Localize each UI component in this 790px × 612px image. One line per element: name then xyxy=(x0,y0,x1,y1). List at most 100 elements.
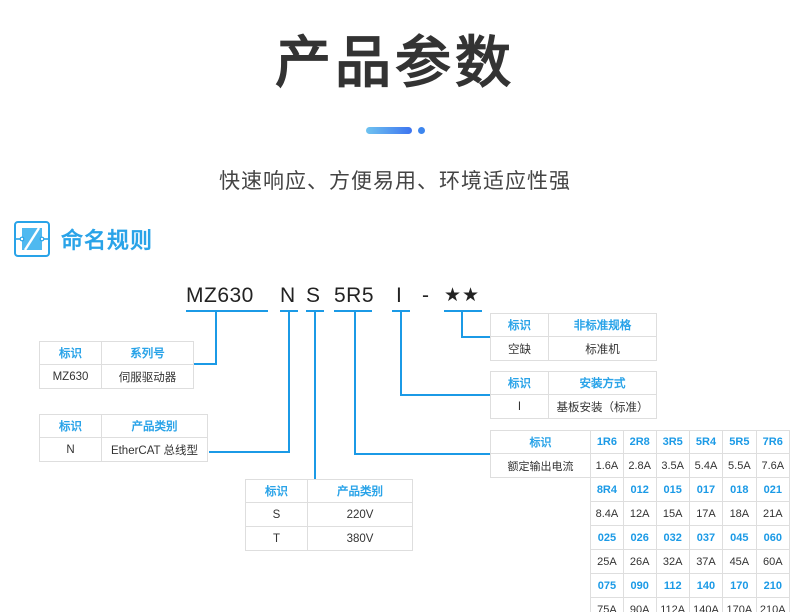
col-header-mark: 标识 xyxy=(39,414,102,438)
col-header-series: 系列号 xyxy=(101,341,194,365)
col-header-mark: 标识 xyxy=(490,313,549,337)
cell-current-value: 1.6A xyxy=(590,453,624,478)
code-segment-non-standard: ★★ xyxy=(444,285,481,306)
code-segment-dash: - xyxy=(422,284,430,307)
table-row: MZ630 伺服驱动器 xyxy=(39,364,194,389)
table-row: T 380V xyxy=(245,526,413,551)
cell-current-value: 8.4A xyxy=(590,501,624,526)
col-header-mounting: 安装方式 xyxy=(548,371,657,395)
cell-current-code: 5R4 xyxy=(688,430,724,454)
page-title: 产品参数 xyxy=(275,31,515,94)
cell-current-code: 5R5 xyxy=(722,430,757,454)
cell-current-value: 12A xyxy=(622,501,657,526)
cell-current-code: 060 xyxy=(755,525,790,550)
code-segment-voltage: S xyxy=(306,284,321,307)
cell-current-value: 21A xyxy=(755,501,790,526)
table-row: S 220V xyxy=(245,502,413,527)
cell-current-code: 045 xyxy=(722,525,757,550)
cell-current-code: 017 xyxy=(688,477,724,502)
table-row-header: 标识 系列号 xyxy=(39,341,194,365)
cell-current-value: 140A xyxy=(688,597,724,612)
cell-voltage-code-t: T xyxy=(245,526,308,551)
cell-current-value: 5.4A xyxy=(688,453,724,478)
line-non-standard xyxy=(460,311,490,339)
cell-current-value: 7.6A xyxy=(755,453,790,478)
cell-current-value: 17A xyxy=(688,501,724,526)
section-header: 命名规则 xyxy=(14,221,153,257)
cell-voltage-code-s: S xyxy=(245,502,308,527)
cell-current-code: 8R4 xyxy=(590,477,624,502)
cell-current-code: 018 xyxy=(722,477,757,502)
col-header-mark: 标识 xyxy=(489,430,592,454)
cell-current-code: 026 xyxy=(622,525,657,550)
cell-spacer xyxy=(491,598,591,612)
cell-spacer xyxy=(491,502,591,526)
drive-module-icon xyxy=(14,221,50,257)
cell-spacer xyxy=(491,526,591,550)
cell-voltage-value-t: 380V xyxy=(307,526,413,551)
cell-product-type-name: EtherCAT 总线型 xyxy=(101,437,208,462)
table-row-header: 标识 非标准规格 xyxy=(490,313,657,337)
row-header-rated-output-current: 额定输出电流 xyxy=(489,453,592,478)
cell-current-value: 15A xyxy=(655,501,690,526)
cell-current-value: 75A xyxy=(590,597,624,612)
cell-current-code: 112 xyxy=(655,573,690,598)
cell-current-code: 025 xyxy=(590,525,624,550)
cell-current-value: 18A xyxy=(722,501,757,526)
cell-current-code: 7R6 xyxy=(755,430,790,454)
cell-current-value: 60A xyxy=(755,549,790,574)
cell-current-code: 140 xyxy=(688,573,724,598)
code-segment-product-type: N xyxy=(280,284,296,307)
cell-mounting-name: 基板安装（标准） xyxy=(548,394,657,419)
cell-current-value: 37A xyxy=(688,549,724,574)
cell-current-value: 25A xyxy=(590,549,624,574)
divider-bar xyxy=(365,126,412,134)
cell-current-code: 021 xyxy=(755,477,790,502)
line-mounting xyxy=(399,311,490,397)
cell-current-value: 45A xyxy=(722,549,757,574)
table-product-type: 标识 产品类别 N EtherCAT 总线型 xyxy=(39,414,208,462)
cell-current-code: 3R5 xyxy=(655,430,690,454)
cell-current-value: 3.5A xyxy=(655,453,690,478)
code-segment-current: 5R5 xyxy=(334,284,375,307)
table-series: 标识 系列号 MZ630 伺服驱动器 xyxy=(39,341,194,389)
section-title: 命名规则 xyxy=(61,228,154,253)
cell-series-code: MZ630 xyxy=(39,364,102,389)
cell-non-standard-code: 空缺 xyxy=(490,336,549,361)
table-row: N EtherCAT 总线型 xyxy=(39,437,208,462)
cell-current-code: 1R6 xyxy=(590,430,624,454)
cell-current-code: 032 xyxy=(655,525,690,550)
cell-current-code: 210 xyxy=(755,573,790,598)
table-mounting: 标识 安装方式 I 基板安装（标准） xyxy=(490,371,657,419)
col-header-non-standard: 非标准规格 xyxy=(548,313,657,337)
table-row-header: 标识 产品类别 xyxy=(245,479,413,503)
col-header-mark: 标识 xyxy=(490,371,549,395)
table-row-header: 标识 安装方式 xyxy=(490,371,657,395)
cell-current-code: 037 xyxy=(688,525,724,550)
cell-spacer xyxy=(491,574,591,598)
line-product-type xyxy=(209,311,291,454)
cell-current-value: 210A xyxy=(755,597,790,612)
cell-current-code: 012 xyxy=(622,477,657,502)
cell-current-value: 5.5A xyxy=(722,453,757,478)
cell-current-value: 170A xyxy=(722,597,757,612)
cell-current-value: 112A xyxy=(655,597,690,612)
cell-product-type-code: N xyxy=(39,437,102,462)
title-divider xyxy=(0,124,790,136)
table-row: I 基板安装（标准） xyxy=(490,394,657,419)
col-header-mark: 标识 xyxy=(39,341,102,365)
cell-current-code: 075 xyxy=(590,573,624,598)
table-voltage: 标识 产品类别 S 220V T 380V xyxy=(245,479,413,551)
model-code-row: MZ630 N S 5R5 I - ★★ xyxy=(0,283,790,311)
cell-current-value: 2.8A xyxy=(622,453,657,478)
cell-spacer xyxy=(491,478,591,502)
